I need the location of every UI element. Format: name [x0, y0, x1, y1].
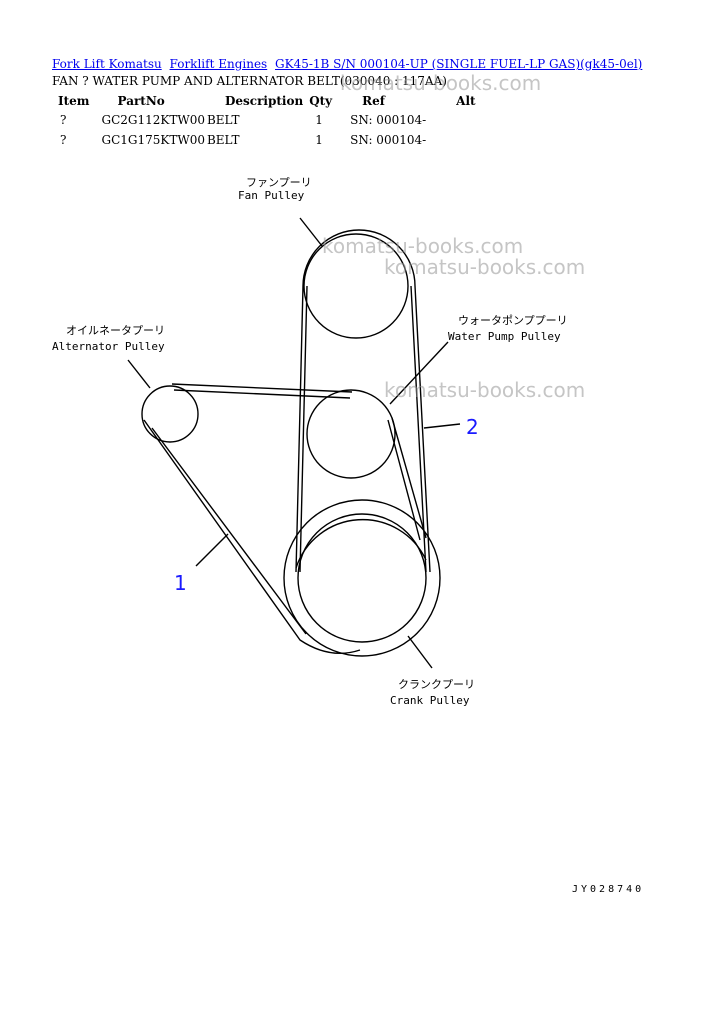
alternator-pulley-label-jp: オイルネータプーリ — [66, 324, 165, 337]
callout-1: 1 — [174, 571, 187, 595]
belt-1-arc — [295, 518, 427, 569]
column-header-qty: Qty — [309, 94, 333, 108]
cell-ref: SN: 000104- — [350, 113, 427, 127]
belt-1 — [171, 383, 353, 399]
belt-2-top — [302, 229, 416, 287]
callout-2: 2 — [466, 415, 479, 439]
cell-description: BELT — [206, 113, 240, 127]
cell-item: ? — [60, 113, 67, 127]
table-header-row: Item PartNo Description Qty Ref Alt — [52, 92, 482, 110]
column-header-partno: PartNo — [117, 94, 165, 108]
fan-pulley-circle — [303, 233, 409, 339]
page-title: FAN ? WATER PUMP AND ALTERNATOR BELT(030… — [52, 74, 447, 88]
breadcrumb: Fork Lift Komatsu Forklift Engines GK45-… — [52, 57, 646, 71]
column-header-item: Item — [58, 94, 90, 108]
column-header-alt: Alt — [456, 94, 476, 108]
crank-pulley-circle — [297, 513, 427, 643]
cell-alt — [432, 110, 481, 130]
cell-description: BELT — [206, 133, 240, 147]
crank-pulley-label-jp: クランクプーリ — [398, 678, 475, 691]
leader-callout-2 — [423, 423, 461, 429]
table-row: ? GC2G112KTW00 BELT 1 SN: 000104- — [52, 110, 482, 130]
column-header-description: Description — [224, 94, 304, 108]
cell-ref: SN: 000104- — [350, 133, 427, 147]
cell-qty: 1 — [315, 113, 323, 127]
crank-pulley-outer-circle — [283, 499, 441, 657]
water-pump-pulley-label: Water Pump Pulley — [448, 330, 561, 343]
parts-table: Item PartNo Description Qty Ref Alt ? GC… — [52, 92, 482, 150]
leader-fan — [299, 217, 323, 247]
cell-part-no: GC1G175KTW00 — [101, 133, 205, 147]
leader-crank — [407, 635, 433, 669]
cell-item: ? — [60, 133, 67, 147]
belt-1-right — [387, 417, 427, 541]
fan-pulley-label-jp: ファンプーリ — [246, 176, 312, 189]
breadcrumb-link-model[interactable]: GK45-1B S/N 000104-UP (SINGLE FUEL-LP GA… — [275, 57, 643, 71]
belt-diagram: ファンプーリ Fan Pulley オイルネータプーリ Alternator P… — [52, 176, 568, 707]
alternator-pulley-label: Alternator Pulley — [52, 340, 165, 353]
breadcrumb-link-fork-lift-komatsu[interactable]: Fork Lift Komatsu — [52, 57, 162, 71]
breadcrumb-link-forklift-engines[interactable]: Forklift Engines — [169, 57, 268, 71]
water-pump-pulley-label-jp: ウォータポンププーリ — [458, 314, 568, 327]
crank-pulley-label: Crank Pulley — [390, 694, 470, 707]
belt-1-lower — [143, 419, 361, 655]
column-header-ref: Ref — [362, 94, 385, 108]
cell-qty: 1 — [315, 133, 323, 147]
cell-part-no: GC2G112KTW00 — [101, 113, 205, 127]
table-row: ? GC1G175KTW00 BELT 1 SN: 000104- — [52, 130, 482, 150]
leader-alternator — [127, 359, 151, 389]
alternator-pulley-circle — [141, 385, 199, 443]
belt-2 — [295, 285, 431, 573]
leader-callout-1 — [195, 533, 229, 567]
water-pump-pulley-circle — [306, 389, 396, 479]
fan-pulley-label: Fan Pulley — [238, 189, 305, 202]
drawing-ref-code: JY028740 — [572, 884, 645, 895]
cell-alt — [432, 130, 481, 150]
leader-water-pump — [389, 341, 449, 405]
